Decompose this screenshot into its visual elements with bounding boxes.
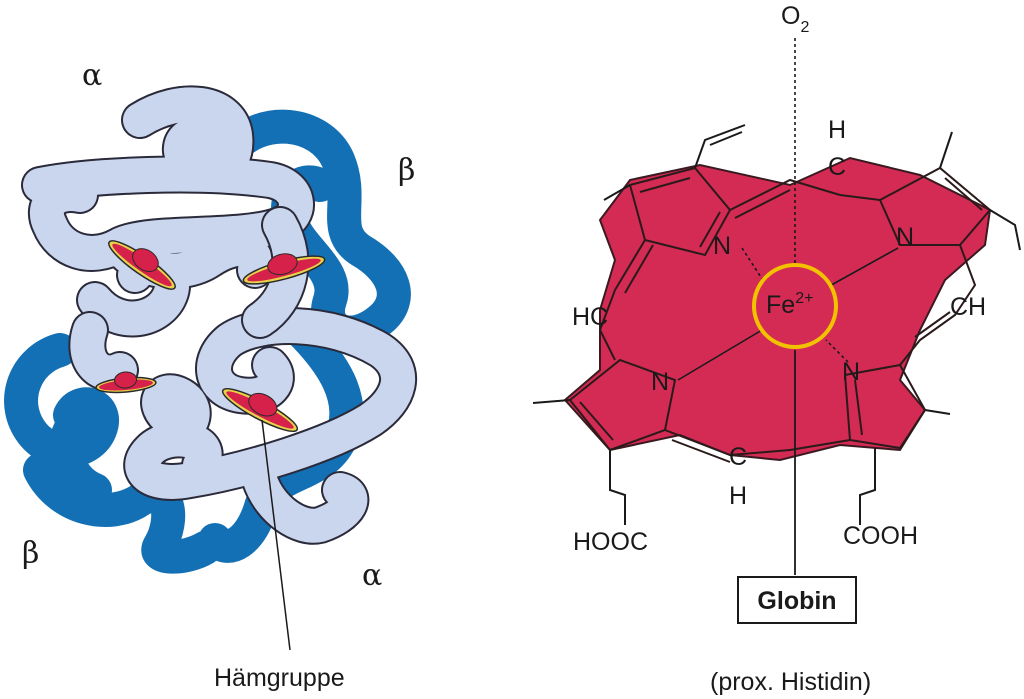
iron-bonds xyxy=(677,247,899,381)
cooh-label: COOH xyxy=(843,522,918,550)
substituents xyxy=(532,124,1021,525)
heme-leader-line xyxy=(261,419,291,651)
label-beta-left: β xyxy=(22,536,39,571)
label-beta-right: β xyxy=(398,153,415,188)
atom-c-top: C xyxy=(828,153,846,181)
hooc-label: HOOC xyxy=(573,528,648,556)
globin-box xyxy=(737,576,857,624)
label-alpha-bottom: α xyxy=(362,558,382,593)
heme-disc-3 xyxy=(95,371,157,394)
methine-bridges xyxy=(598,178,977,463)
pyrrole-ring-bottom-right xyxy=(843,363,927,450)
heme-molecule: Fe2+ O2 N N N N H C HC CH C H HOOC COOH … xyxy=(532,2,1021,696)
pyrrole-ring-top-right xyxy=(878,166,992,246)
atom-ch-right: CH xyxy=(950,293,986,321)
iron-label: Fe2+ xyxy=(766,290,813,319)
alpha-chain-bottom xyxy=(123,307,417,545)
pyrrole-ring-bottom-left xyxy=(568,358,677,452)
atom-n-top-left: N xyxy=(713,232,731,260)
oxygen-label: O2 xyxy=(781,2,809,36)
histidin-label: (prox. Histidin) xyxy=(710,668,871,696)
atom-n-bottom-left: N xyxy=(651,368,669,396)
atom-h-top: H xyxy=(828,116,846,144)
atom-hc-left: HC xyxy=(572,303,608,331)
atom-n-bottom-right: N xyxy=(842,358,860,386)
atom-h-bottom: H xyxy=(729,482,747,510)
atom-c-bottom: C xyxy=(729,443,747,471)
pyrrole-ring-top-left xyxy=(628,166,732,257)
label-alpha-top: α xyxy=(82,58,102,93)
iron-ring xyxy=(752,263,838,349)
heme-disc-2 xyxy=(242,253,326,285)
heme-disc-4 xyxy=(221,387,299,433)
hemoglobin-structure: α β β α Hämgruppe xyxy=(4,58,417,692)
atom-n-top-right: N xyxy=(896,223,914,251)
alpha-chain-top xyxy=(21,85,315,338)
heme-disc-1 xyxy=(108,240,176,290)
heme-group-label: Hämgruppe xyxy=(214,664,345,692)
globin-label: Globin xyxy=(757,587,836,615)
